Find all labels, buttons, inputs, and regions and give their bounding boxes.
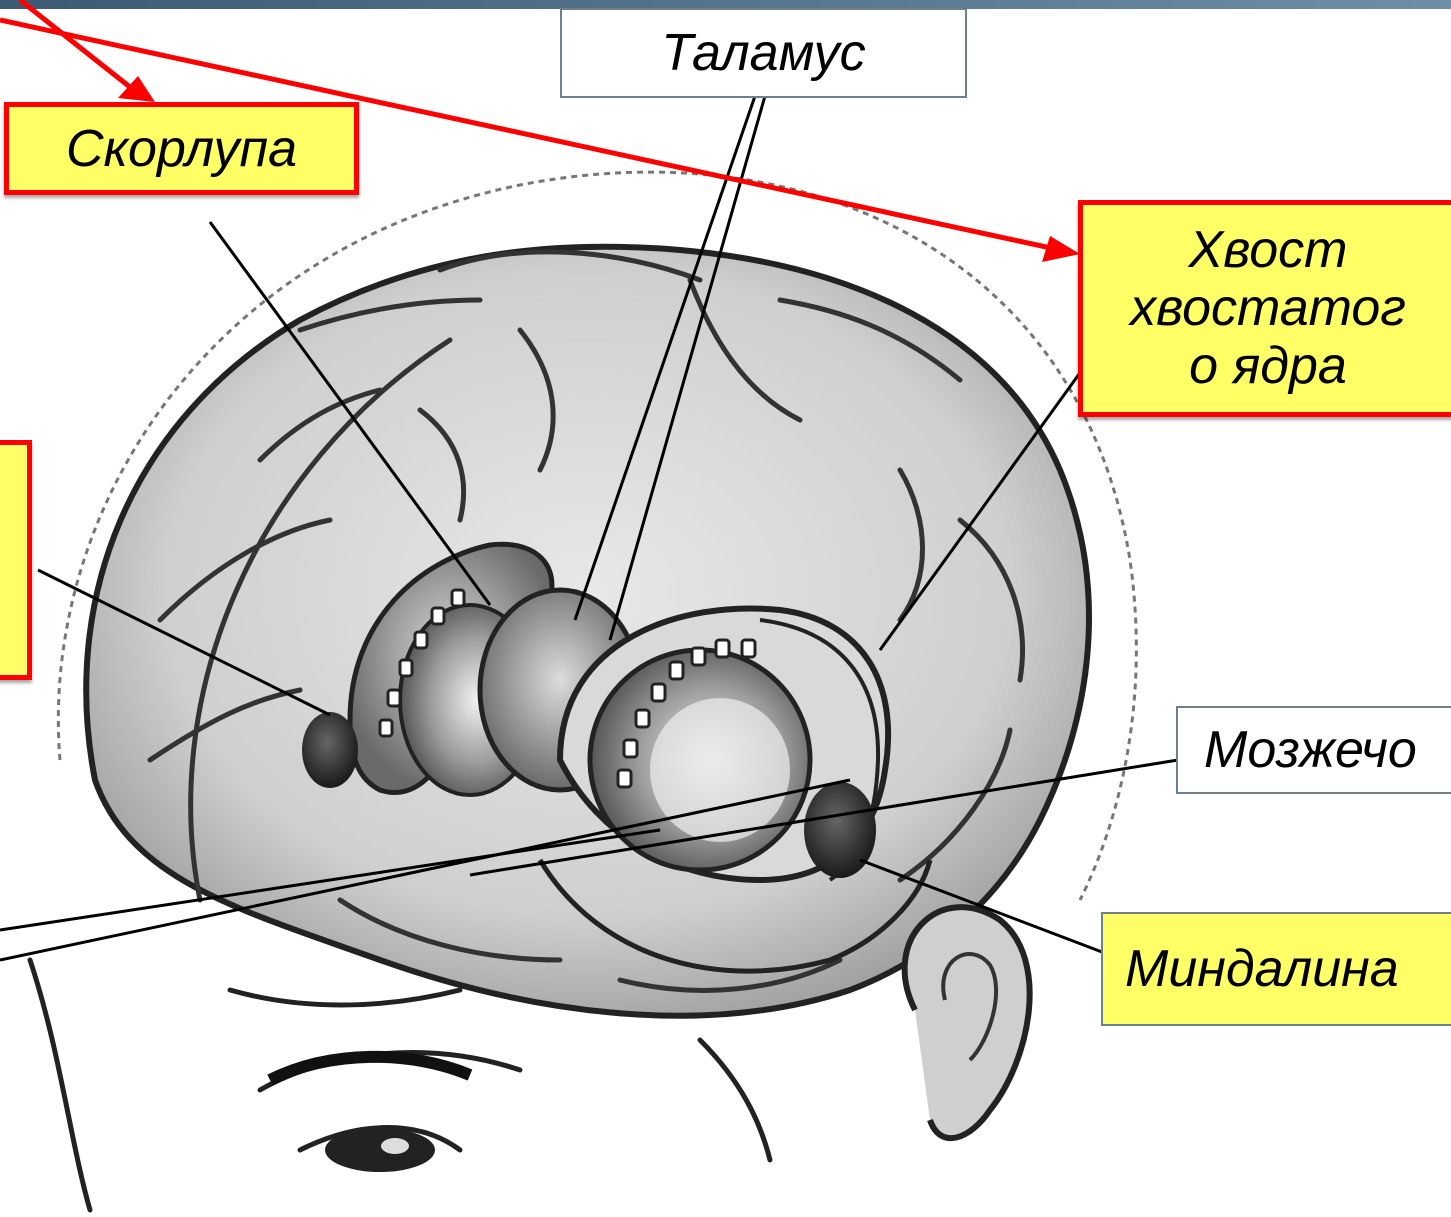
label-thalamus-text: Таламус	[661, 27, 865, 79]
near-amygdala	[804, 782, 876, 878]
label-cerebellum-text: Мозжечо	[1204, 724, 1417, 776]
label-left-partial	[0, 440, 32, 680]
label-caudate-tail-line3: о ядра	[1083, 337, 1451, 395]
eye	[325, 1128, 435, 1172]
label-putamen: Скорлупа	[4, 102, 359, 195]
label-amygdala-text: Миндалина	[1125, 943, 1399, 995]
globus-pallidus	[650, 698, 790, 842]
label-amygdala: Миндалина	[1101, 912, 1451, 1026]
eyebrow	[270, 1057, 470, 1080]
label-caudate-tail-line1: Хвост	[1083, 221, 1451, 279]
label-caudate-tail: Хвост хвостатог о ядра	[1078, 200, 1451, 417]
label-putamen-text: Скорлупа	[66, 123, 297, 175]
far-amygdala	[302, 712, 358, 788]
label-caudate-tail-line2: хвостатог	[1083, 279, 1451, 337]
eye-highlight	[381, 1138, 409, 1154]
ear	[905, 907, 1030, 1138]
arrowhead-hvost	[1042, 236, 1080, 262]
label-thalamus: Таламус	[560, 8, 967, 98]
label-cerebellum: Мозжечо	[1176, 706, 1451, 794]
